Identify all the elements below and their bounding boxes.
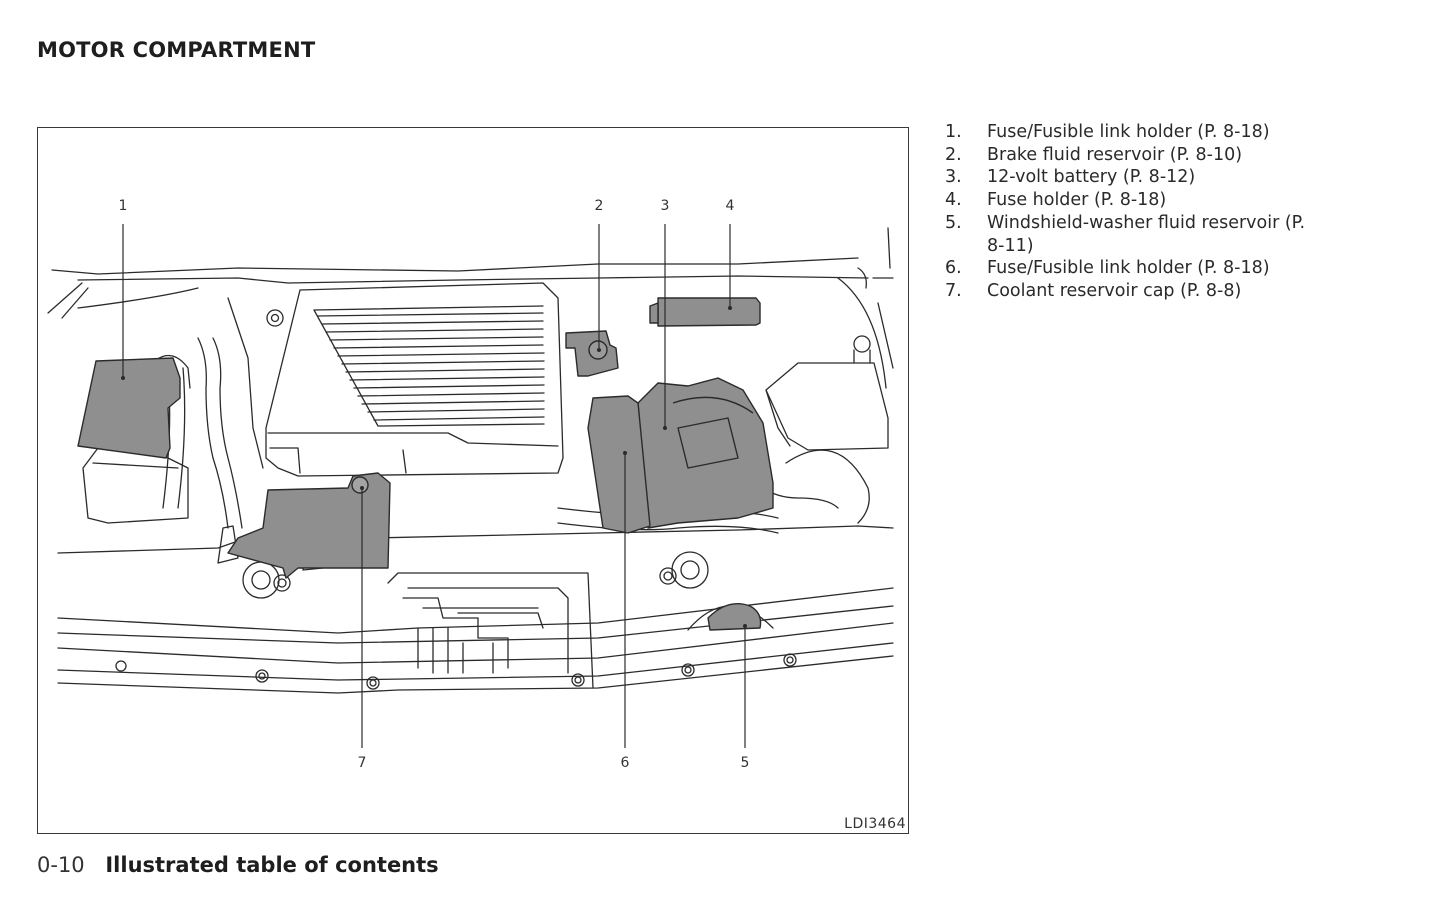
legend-text: Coolant reservoir cap (P. 8-8) [987,280,1242,301]
section-title: MOTOR COMPARTMENT [37,38,316,62]
cowl-line-2 [77,275,869,284]
legend-item: 2. Brake fluid reservoir (P. 8-10) [945,144,1365,167]
legend-number: 1. [945,122,962,142]
legend-number: 4. [945,190,962,211]
callout-6: 6 [620,755,630,771]
legend-text: Fuse/Fusible link holder (P. 8-18) [987,122,1270,142]
page-number: 0-10 [37,853,85,877]
legend-item: 4. Fuse holder (P. 8-18) [945,189,1365,212]
component-legend: 1. Fuse/Fusible link holder (P. 8-18) 2.… [945,121,1365,303]
legend-number: 3. [945,167,962,188]
legend-item: 6. Fuse/Fusible link holder (P. 8-18) [945,257,1365,280]
legend-text: Windshield-washer fluid reservoir (P. 8-… [987,212,1306,256]
radiator-support [57,525,894,554]
callout-3: 3 [660,198,670,214]
relay-box [765,362,889,451]
bolts [115,653,797,690]
leader-dots [121,306,747,628]
component-6-fuse-link-holder [587,395,651,534]
component-5-washer-cap [707,603,762,631]
callout-4: 4 [725,198,735,214]
component-4-fuse-holder [657,297,761,327]
legend-number: 5. [945,212,962,233]
callout-7: 7 [357,755,367,771]
engine-cover-ribs [313,305,545,427]
chapter-title: Illustrated table of contents [105,853,439,877]
engine-bay-illustration: 1 2 3 4 5 6 7 LDI3464 [37,127,909,834]
page-footer: 0-10 Illustrated table of contents [37,853,439,877]
component-3-battery [637,377,774,529]
legend-number: 6. [945,258,962,279]
strut-mount-right [659,551,709,589]
legend-text: Fuse/Fusible link holder (P. 8-18) [987,258,1270,279]
legend-text: Brake fluid reservoir (P. 8-10) [987,144,1243,165]
legend-item: 1. Fuse/Fusible link holder (P. 8-18) [945,121,1365,144]
cowl-line [51,257,859,275]
callout-1: 1 [118,198,128,214]
leader-lines [122,224,746,748]
legend-item: 7. Coolant reservoir cap (P. 8-8) [945,280,1365,303]
legend-text: 12-volt battery (P. 8-12) [987,167,1196,188]
engine-bay-drawing [47,224,894,748]
legend-item: 5. Windshield-washer fluid reservoir (P.… [945,212,1365,257]
radiator-detail [402,597,544,674]
callout-5: 5 [740,755,750,771]
legend-number: 2. [945,144,962,165]
callout-2: 2 [594,198,604,214]
legend-text: Fuse holder (P. 8-18) [987,190,1167,211]
figure-code: LDI3464 [844,816,906,832]
legend-number: 7. [945,280,962,301]
component-1-fuse-link-holder [77,357,181,459]
legend-item: 3. 12-volt battery (P. 8-12) [945,166,1365,189]
component-7-coolant-cap [227,472,391,579]
engine-cover [265,282,564,477]
